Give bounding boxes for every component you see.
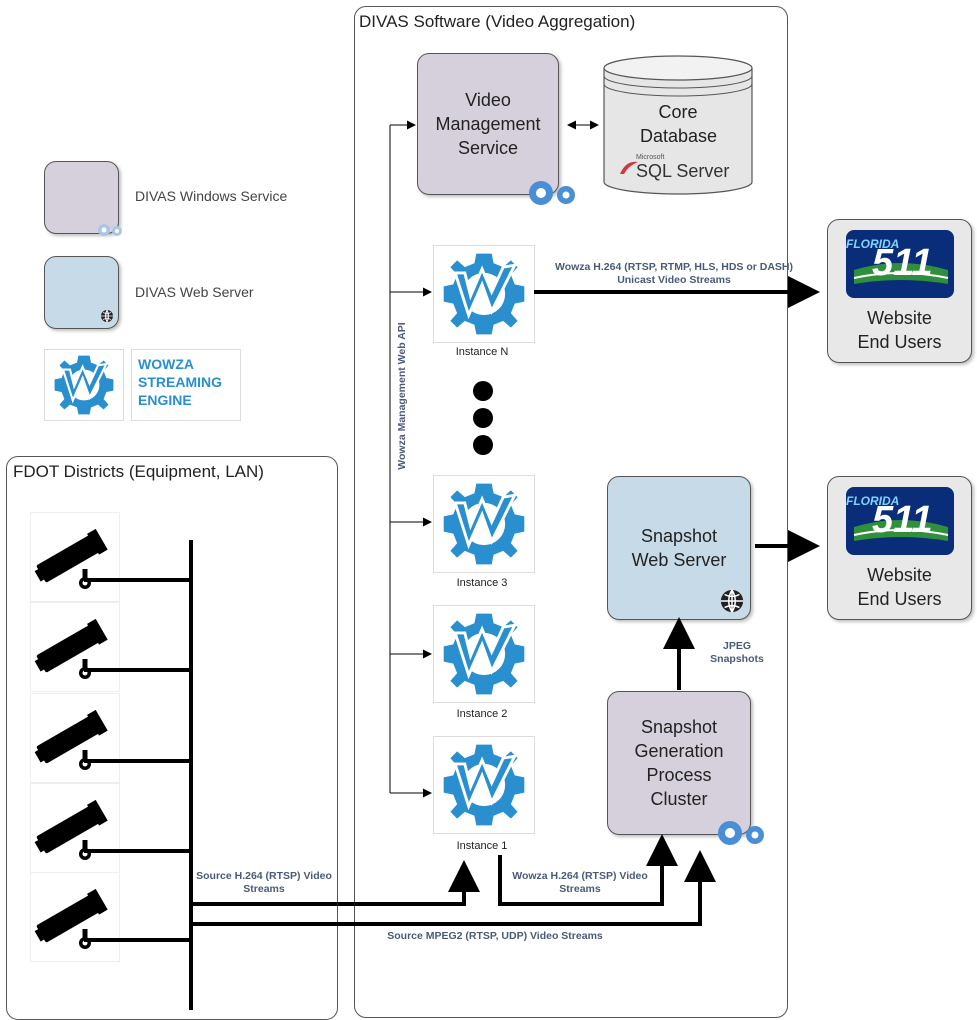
video-management-service: Video Management Service xyxy=(417,53,559,195)
website-end-users-2: FLORIDA 511 Website End Users xyxy=(827,476,972,620)
wowza-logo-line-2: STREAMING xyxy=(138,374,222,390)
gear-icon xyxy=(98,224,122,236)
snapshot-web-server: Snapshot Web Server xyxy=(607,476,751,620)
wowza-instance-1 xyxy=(433,736,535,834)
florida-511-brand: FLORIDA xyxy=(846,237,900,251)
legend-service-label: DIVAS Windows Service xyxy=(135,188,288,204)
instance-2-label: Instance 2 xyxy=(456,708,508,720)
wowza-logo-line-3: ENGINE xyxy=(138,392,192,408)
wowza-instance-2 xyxy=(433,605,535,703)
florida-511-number: 511 xyxy=(872,242,933,284)
core-database-label: Core Database xyxy=(640,102,718,146)
legend-service-swatch xyxy=(44,161,119,234)
snapshot-web-server-label: Snapshot Web Server xyxy=(631,526,727,570)
globe-icon xyxy=(101,309,113,323)
florida-511-brand: FLORIDA xyxy=(846,494,900,508)
wowza-logo-line-1: WOWZA xyxy=(138,356,194,372)
legend-wowza-icon xyxy=(44,349,124,421)
divas-region-title: DIVAS Software (Video Aggregation) xyxy=(359,12,636,31)
florida-511-number: 511 xyxy=(872,499,933,541)
website-end-users-2-label: Website End Users xyxy=(857,565,942,609)
wowza-instance-n xyxy=(433,245,535,343)
ellipsis-dot-3 xyxy=(473,435,493,455)
sql-server-logo: SQL Server xyxy=(636,161,730,181)
ellipsis-dot-1 xyxy=(473,381,493,401)
florida-511-logo xyxy=(845,487,954,555)
snapshot-generation-cluster: Snapshot Generation Process Cluster xyxy=(607,691,751,835)
source-h264-label: Source H.264 (RTSP) Video Streams xyxy=(196,870,332,895)
wowza-rtsp-arrow xyxy=(498,834,678,906)
legend-web-label: DIVAS Web Server xyxy=(135,284,254,300)
fdot-region-title: FDOT Districts (Equipment, LAN) xyxy=(13,462,264,481)
unicast-stream-label: Wowza H.264 (RTSP, RTMP, HLS, HDS or DAS… xyxy=(554,261,794,286)
cctv-camera-icon xyxy=(30,693,120,783)
source-h264-arrow xyxy=(191,860,480,906)
website-end-users-1: FLORIDA 511 Website End Users xyxy=(827,219,972,363)
source-mpeg2-arrow xyxy=(191,850,716,926)
wowza-instance-3 xyxy=(433,475,535,573)
gear-icon xyxy=(718,821,764,845)
jpeg-snapshot-label: JPEG Snapshots xyxy=(710,640,764,665)
sql-server-logo-small: Microsoft xyxy=(636,154,665,161)
globe-icon xyxy=(720,589,744,613)
website-end-users-1-label: Website End Users xyxy=(857,308,942,352)
florida-511-logo xyxy=(845,230,954,298)
instance-n-label: Instance N xyxy=(455,346,509,358)
source-mpeg2-label: Source MPEG2 (RTSP, UDP) Video Streams xyxy=(387,930,603,942)
cctv-camera-icon xyxy=(30,512,120,602)
wowza-rtsp-label: Wowza H.264 (RTSP) Video Streams xyxy=(512,870,648,895)
core-database xyxy=(603,55,753,195)
instance-1-label: Instance 1 xyxy=(456,840,508,852)
instance-3-label: Instance 3 xyxy=(456,577,508,589)
sql-server-icon xyxy=(620,161,638,174)
gear-icon xyxy=(529,181,575,205)
wowza-logo: WOWZA STREAMING ENGINE xyxy=(131,349,241,421)
ellipsis-dot-2 xyxy=(473,408,493,428)
snapshot-generation-cluster-label: Snapshot Generation Process Cluster xyxy=(634,717,724,809)
video-management-service-label: Video Management Service xyxy=(435,90,541,158)
